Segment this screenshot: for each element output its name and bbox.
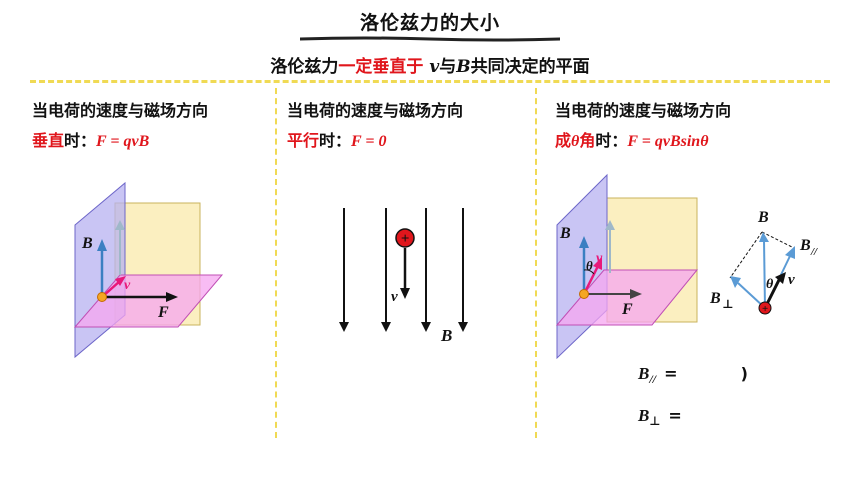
col3-line1: 当电荷的速度与磁场方向 [555, 101, 732, 120]
eq-B-perp-equals: = [668, 406, 682, 425]
vertical-divider-1 [275, 88, 277, 438]
eq-B-perp-sub: ⊥ [649, 414, 661, 429]
decomp-charge [758, 301, 772, 315]
col3-v-arrow [582, 265, 600, 295]
col3-theta-arc [583, 269, 595, 275]
eq-B-par-B: B [638, 364, 650, 383]
decomp-Bpar-sub: // [810, 246, 818, 258]
col3-line2: 成θ角时：F = qvBsinθ [555, 126, 731, 157]
eq-B-perp: B⊥ = [638, 406, 682, 428]
subtitle-B: B [456, 57, 471, 77]
title-underline [300, 36, 560, 42]
col2-condition: 平行 [287, 131, 320, 150]
subtitle-v: v [429, 57, 440, 77]
col3-when: 时： [595, 131, 628, 150]
col1-v-label: v [124, 278, 131, 293]
col3-diagram: B F v θ [555, 173, 699, 360]
col3-text: 当电荷的速度与磁场方向 成θ角时：F = qvBsinθ [555, 96, 731, 157]
col2-text: 当电荷的速度与磁场方向 平行时：F = 0 [287, 96, 463, 157]
decomp-Bperp-sub: ⊥ [722, 297, 734, 311]
vertical-divider-2 [535, 88, 537, 438]
col1-when: 时： [64, 131, 97, 150]
decomp-B-label: B [757, 209, 769, 226]
decomp-Bpar-label: B [799, 237, 811, 254]
col3-theta-label: θ [586, 258, 593, 273]
col1-purple-plane [74, 181, 126, 359]
eq-B-par-equals: = [664, 364, 678, 383]
col1-condition: 垂直 [32, 131, 65, 150]
eq-B-perp-B: B [638, 406, 650, 425]
subtitle-suffix: 共同决定的平面 [470, 57, 590, 77]
decomp-dash-3 [729, 231, 763, 279]
col3-cond-theta: θ [571, 133, 580, 150]
col3-cond-post: 角 [579, 131, 596, 150]
eq-B-par: B// = ) [638, 364, 748, 387]
col2-charge [395, 228, 415, 248]
col3-charge [579, 289, 589, 299]
decomp-Bperp-label: B [709, 290, 721, 307]
col2-v-label: v [391, 289, 398, 305]
col1-text: 当电荷的速度与磁场方向 垂直时：F = qvB [32, 96, 208, 157]
col1-F-label: F [157, 304, 169, 321]
subtitle: 洛伦兹力一定垂直于 v与B共同决定的平面 [0, 52, 860, 77]
col1-B-label: B [81, 235, 93, 252]
subtitle-prefix: 洛伦兹力 [270, 57, 339, 77]
col3-formula: F = qvBsinθ [627, 133, 709, 150]
subtitle-mid: 与 [439, 57, 457, 77]
col1-line2: 垂直时：F = qvB [32, 126, 208, 157]
col2-formula: F = 0 [351, 133, 387, 150]
col2-charge-sign: + [401, 231, 410, 247]
eq-B-par-sub: // [649, 372, 657, 387]
col2-when: 时： [319, 131, 352, 150]
col1-diagram: B F v [73, 181, 224, 359]
decomp-dash-2 [761, 231, 795, 249]
col3-B-label: B [559, 225, 571, 242]
page-title: 洛伦兹力的大小 [359, 12, 500, 34]
col3-decomposition: + B B // B ⊥ θ v [709, 209, 818, 315]
col1-charge [97, 292, 107, 302]
col3-cond-pre: 成 [555, 131, 572, 150]
decomp-charge-sign: + [762, 303, 768, 315]
col3-F-label: F [621, 301, 633, 318]
horizontal-divider [30, 80, 830, 83]
col1-line1: 当电荷的速度与磁场方向 [32, 101, 209, 120]
col3-v-label: v [596, 251, 603, 266]
eq-B-par-tail: ) [740, 364, 748, 383]
col3-pink-plane [555, 269, 699, 326]
subtitle-highlight: 一定垂直于 [338, 57, 424, 77]
col2-diagram: + v B [339, 208, 468, 345]
decomp-B-arrow [763, 239, 766, 309]
col2-B-label: B [440, 326, 452, 345]
col1-formula: F = qvB [96, 133, 150, 150]
col2-line1: 当电荷的速度与磁场方向 [287, 101, 464, 120]
col2-line2: 平行时：F = 0 [287, 126, 463, 157]
decomp-v-label: v [788, 272, 795, 288]
decomp-theta-label: θ [766, 277, 774, 292]
